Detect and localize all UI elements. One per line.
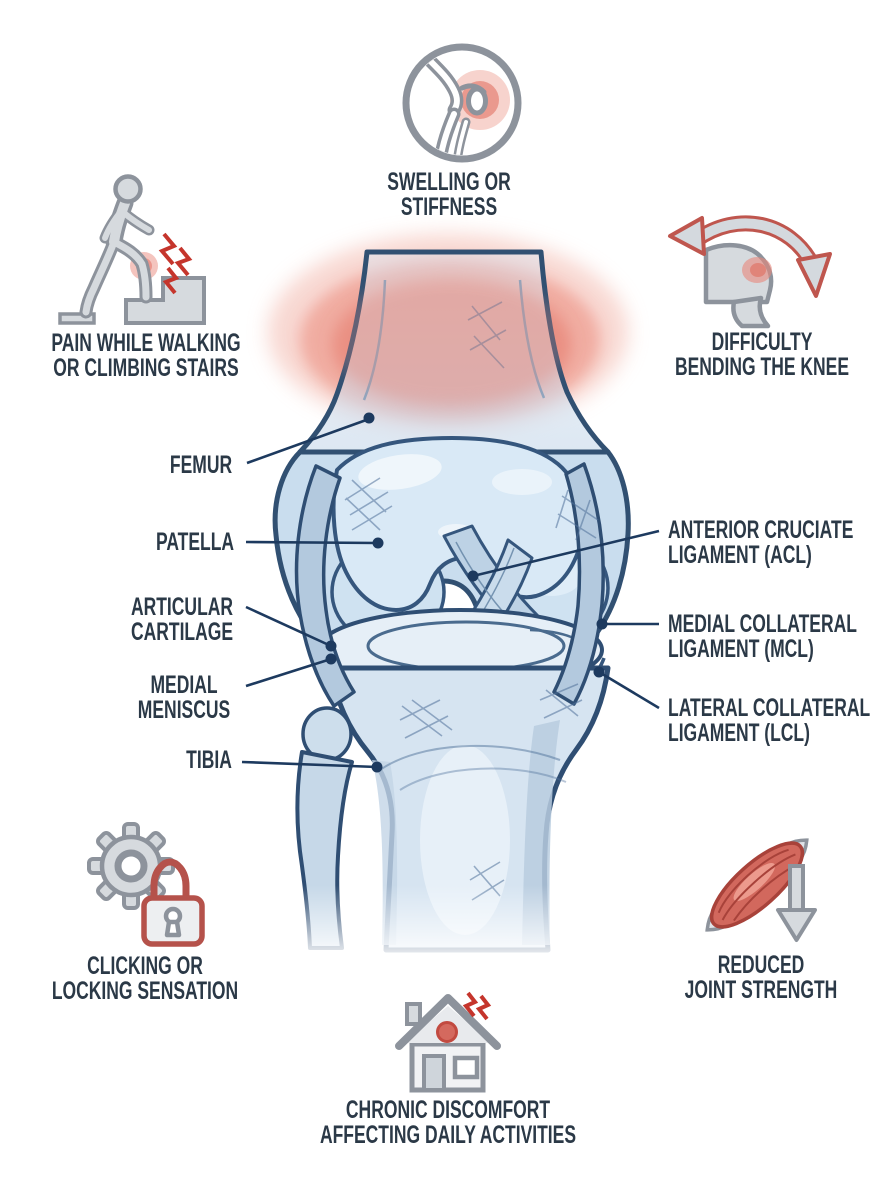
leader-acl xyxy=(472,529,660,578)
anatomy-label-meniscus-line1: MEDIAL xyxy=(150,671,218,699)
symptom-chronic-line1: CHRONIC DISCOMFORT xyxy=(345,1096,551,1124)
anatomy-label-tibia-line1: TIBIA xyxy=(186,746,232,774)
knee-bend-arrow-icon xyxy=(660,206,862,330)
leader-dot-acl xyxy=(467,570,479,582)
anatomy-label-femur-line1: FEMUR xyxy=(169,451,233,479)
symptom-bending-line1: DIFFICULTY xyxy=(711,328,813,356)
leader-dot-medial-meniscus xyxy=(325,653,337,665)
symptom-chronic-line2: AFFECTING DAILY ACTIVITIES xyxy=(319,1121,577,1149)
leader-dot-femur xyxy=(363,412,375,424)
anatomy-label-articular-line2: CARTILAGE xyxy=(130,618,234,646)
leader-dot-lcl xyxy=(593,666,605,678)
anatomy-label-patella: PATELLA xyxy=(156,530,234,555)
leader-medial-meniscus xyxy=(245,657,332,688)
leader-patella xyxy=(245,540,379,545)
symptom-swelling-line2: STIFFNESS xyxy=(400,193,498,221)
bottom-fade xyxy=(260,885,680,985)
femur-bone xyxy=(297,249,611,455)
stair-climbing-figure-icon xyxy=(52,172,257,330)
gear-lock-icon xyxy=(80,816,218,950)
anatomy-label-acl-line2: LIGAMENT (ACL) xyxy=(668,541,812,569)
anatomy-label-meniscus-line2: MENISCUS xyxy=(137,696,231,724)
anatomy-label-mcl-line1: MEDIAL COLLATERAL xyxy=(668,610,857,638)
leader-dot-patella xyxy=(372,537,384,549)
symptom-bending-line2: BENDING THE KNEE xyxy=(674,353,850,381)
leader-articular-cartilage xyxy=(245,605,332,648)
anatomy-label-tibia: TIBIA xyxy=(186,748,232,773)
muscle-weakness-down-arrow-icon xyxy=(682,814,860,950)
anatomy-label-acl-line1: ANTERIOR CRUCIATE xyxy=(668,516,854,544)
leader-femur xyxy=(246,417,370,465)
symptom-swelling-line1: SWELLING OR xyxy=(387,168,511,196)
anatomy-label-articular-line1: ARTICULAR xyxy=(130,593,234,621)
leader-tibia xyxy=(241,760,378,769)
symptom-strength-line2: JOINT STRENGTH xyxy=(684,976,838,1004)
anatomy-label-femur: FEMUR xyxy=(170,453,232,478)
leader-dot-tibia xyxy=(371,761,383,773)
leader-lcl xyxy=(598,670,660,710)
anatomy-label-lcl-line1: LATERAL COLLATERAL xyxy=(668,694,871,722)
symptom-strength-line1: REDUCED xyxy=(717,951,805,979)
leader-dot-articular-cartilage xyxy=(325,640,337,652)
anatomy-label-mcl-line2: LIGAMENT (MCL) xyxy=(668,635,814,663)
symptom-pain-line2: OR CLIMBING STAIRS xyxy=(53,354,239,382)
anatomy-label-lcl-line2: LIGAMENT (LCL) xyxy=(668,719,810,747)
symptom-clicking-line2: LOCKING SENSATION xyxy=(51,977,239,1005)
knee-joint-swelling-icon xyxy=(398,40,526,168)
anatomy-label-patella-line1: PATELLA xyxy=(155,528,235,556)
symptom-clicking-line1: CLICKING OR xyxy=(87,952,203,980)
symptom-pain-line1: PAIN WHILE WALKING xyxy=(51,329,241,357)
house-pain-icon xyxy=(384,986,510,1094)
leader-dot-mcl xyxy=(596,618,608,630)
